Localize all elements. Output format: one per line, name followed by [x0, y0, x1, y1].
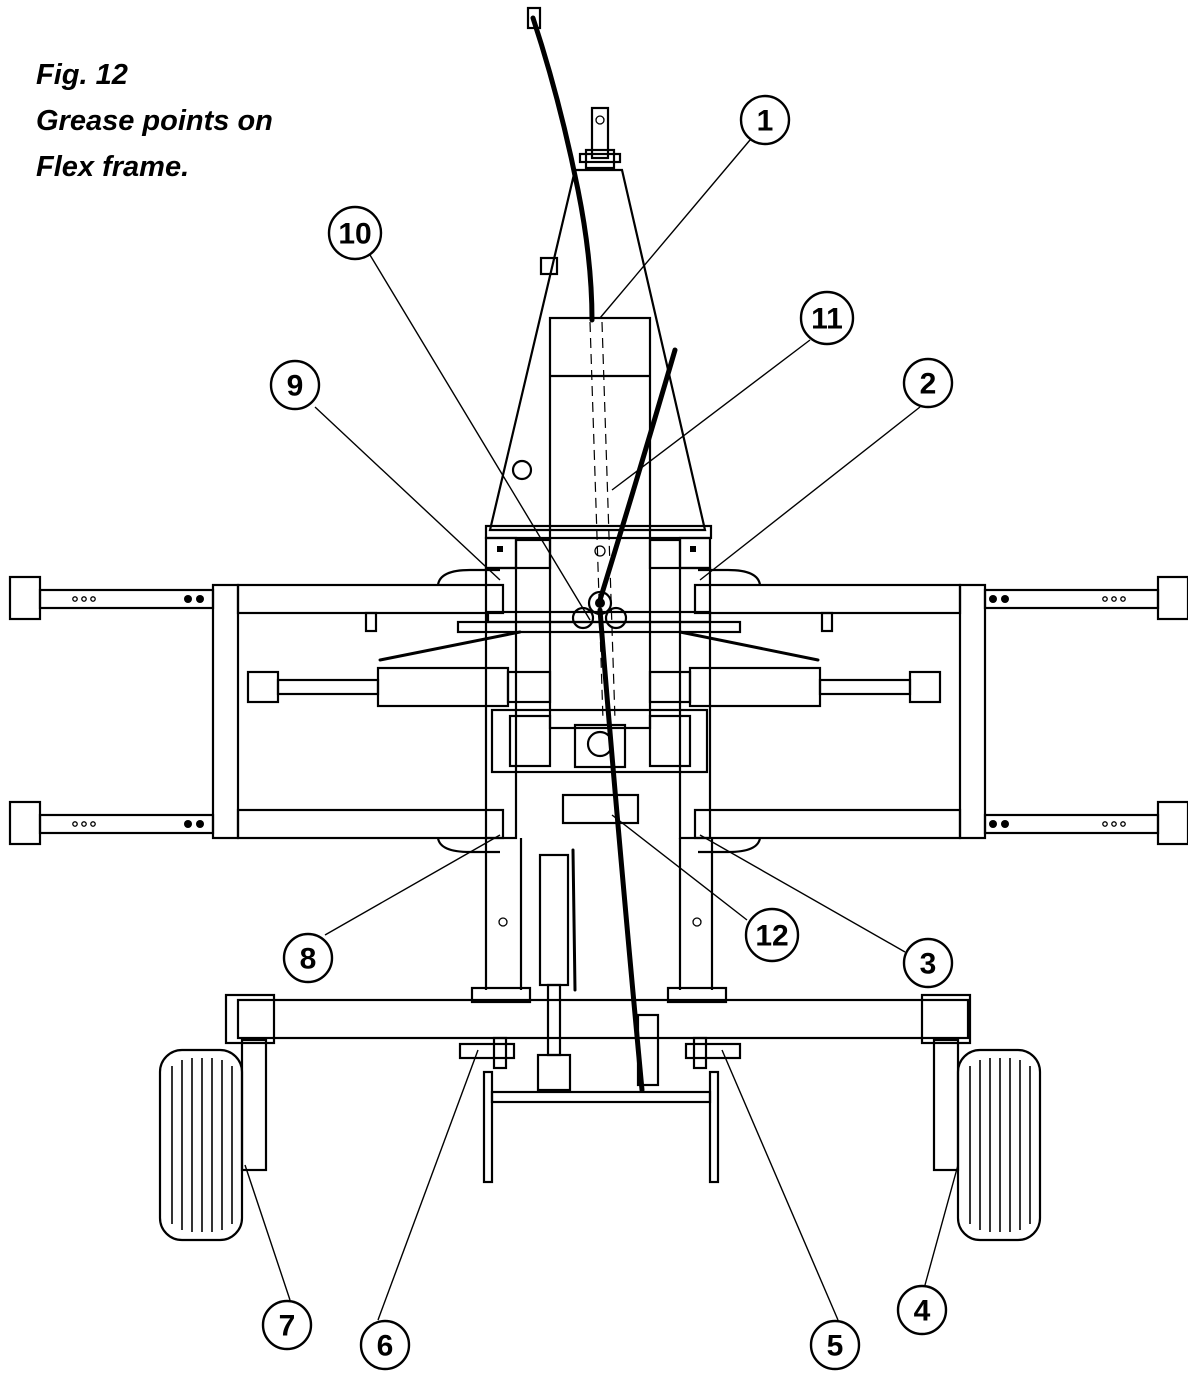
- svg-text:11: 11: [811, 303, 843, 336]
- callout-9: 9: [269, 359, 321, 411]
- callout-6: 6: [359, 1319, 411, 1371]
- figure-title-line-1: Grease points on: [36, 105, 273, 137]
- central-beam: [548, 316, 652, 730]
- svg-text:12: 12: [755, 920, 788, 953]
- callout-8: 8: [282, 932, 334, 984]
- svg-text:9: 9: [287, 370, 304, 403]
- svg-text:10: 10: [338, 218, 371, 251]
- leader-lines: [244, 139, 959, 1321]
- figure-number: Fig. 12: [36, 59, 128, 91]
- svg-text:8: 8: [300, 943, 317, 976]
- wing-cylinders: [246, 630, 942, 708]
- callout-2: 2: [902, 357, 954, 409]
- callout-3: 3: [902, 937, 954, 989]
- left-wing: [8, 566, 518, 854]
- callout-10: 10: [327, 205, 383, 261]
- callout-11: 11: [799, 290, 855, 346]
- callout-12: 12: [744, 907, 800, 963]
- hydraulic-hoses: [526, 6, 678, 1093]
- right-wheel: [932, 1038, 1042, 1242]
- figure-title-line-2: Flex frame.: [36, 151, 190, 183]
- callout-5: 5: [809, 1319, 861, 1371]
- figure-caption: Fig. 12 Grease points on Flex frame.: [36, 52, 273, 190]
- drawbar: [488, 106, 707, 532]
- left-wheel: [158, 1038, 268, 1242]
- svg-text:5: 5: [827, 1330, 844, 1363]
- rear-frame: [224, 838, 972, 1184]
- pivot-block: [490, 708, 709, 825]
- callout-4: 4: [896, 1284, 948, 1336]
- svg-text:7: 7: [279, 1310, 296, 1343]
- callout-7: 7: [261, 1299, 313, 1351]
- svg-text:3: 3: [920, 948, 937, 981]
- svg-text:4: 4: [914, 1295, 931, 1328]
- right-wing: [678, 566, 1188, 854]
- svg-text:1: 1: [757, 105, 774, 138]
- svg-text:6: 6: [377, 1330, 394, 1363]
- callout-1: 1: [739, 94, 791, 146]
- svg-text:2: 2: [920, 368, 937, 401]
